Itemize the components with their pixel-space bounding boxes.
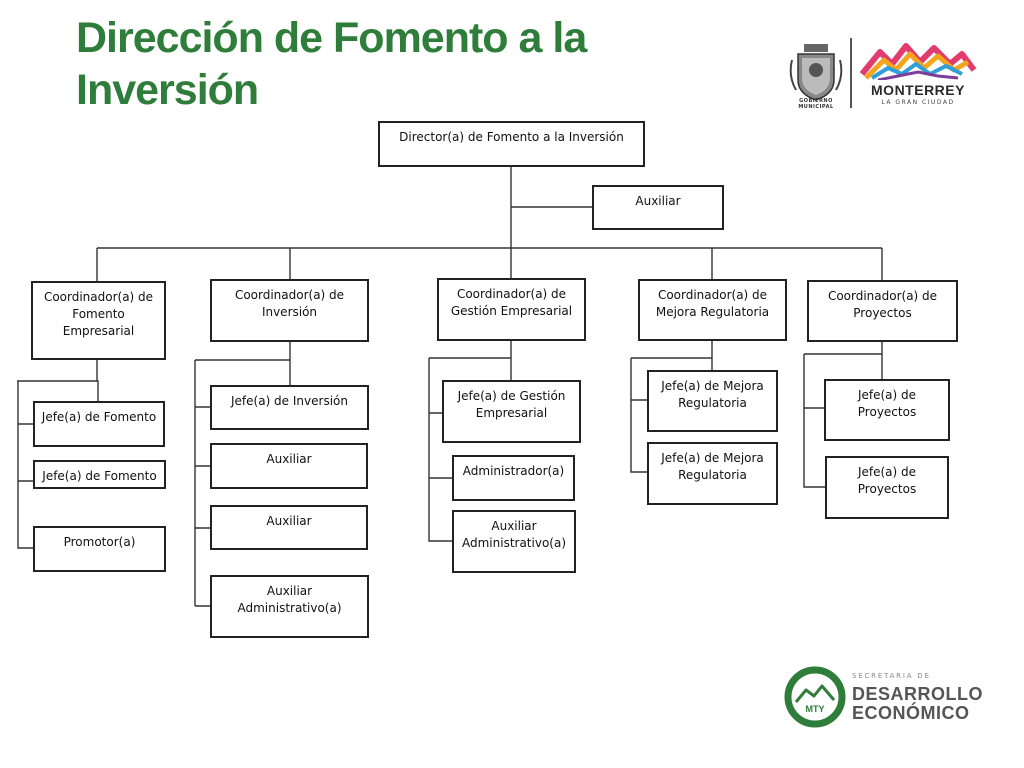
box-fomento-promotor: Promotor(a): [33, 526, 166, 572]
secretaria-small-text: SECRETARIA DE: [852, 672, 931, 680]
municipal-caption: GOBIERNO MUNICIPAL: [798, 98, 834, 110]
monterrey-name: MONTERREY: [871, 82, 965, 98]
secretaria-line-1: DESARROLLO: [852, 684, 983, 704]
secretaria-line-2: ECONÓMICO: [852, 703, 970, 723]
box-proyectos-jefe-2: Jefe(a) de Proyectos: [825, 456, 949, 519]
secretaria-badge-text: MTY: [806, 704, 825, 714]
connector-mejora-group: [630, 341, 713, 473]
box-mejora-jefe-2: Jefe(a) de Mejora Regulatoria: [647, 442, 778, 505]
monterrey-tagline: LA GRAN CIUDAD: [881, 99, 955, 106]
box-inversion-auxiliar-2: Auxiliar: [210, 505, 368, 550]
box-inversion-auxiliar-administrativo: Auxiliar Administrativo(a): [210, 575, 369, 638]
page-title-line-1: Dirección de Fomento a la: [76, 14, 587, 62]
box-fomento-jefe-1: Jefe(a) de Fomento: [33, 401, 165, 447]
page-title-line-2: Inversión: [76, 66, 259, 114]
box-inversion-auxiliar-1: Auxiliar: [210, 443, 368, 489]
box-coord-inversion: Coordinador(a) de Inversión: [210, 279, 369, 342]
box-gestion-administrador: Administrador(a): [452, 455, 575, 501]
monterrey-mountains-icon: [859, 43, 977, 80]
box-gestion-jefe: Jefe(a) de Gestión Empresarial: [442, 380, 581, 443]
box-auxiliar: Auxiliar: [592, 185, 724, 230]
connector-gestion-group: [428, 341, 512, 542]
secretaria-logo: MTY SECRETARIA DE DESARROLLO ECONÓMICO: [784, 666, 984, 732]
page-title: Dirección de Fomento a la Inversión: [76, 12, 587, 116]
box-proyectos-jefe-1: Jefe(a) de Proyectos: [824, 379, 950, 441]
box-fomento-jefe-2: Jefe(a) de Fomento: [33, 460, 166, 489]
box-gestion-auxiliar-administrativo: Auxiliar Administrativo(a): [452, 510, 576, 573]
box-mejora-jefe-1: Jefe(a) de Mejora Regulatoria: [647, 370, 778, 432]
box-coord-mejora: Coordinador(a) de Mejora Regulatoria: [638, 279, 787, 341]
connector-fomento-group: [17, 360, 99, 549]
box-coord-proyectos: Coordinador(a) de Proyectos: [807, 280, 958, 342]
municipal-crest-icon: [789, 44, 843, 101]
secretaria-badge-icon: MTY: [784, 666, 846, 728]
municipal-logos: GOBIERNO MUNICIPAL MONTERREY LA GRAN CIU…: [788, 38, 988, 112]
logo-divider: [850, 38, 852, 108]
box-coord-fomento: Coordinador(a) de Fomento Empresarial: [31, 281, 166, 360]
connector-inversion-group: [194, 342, 291, 607]
box-inversion-jefe: Jefe(a) de Inversión: [210, 385, 369, 430]
box-director: Director(a) de Fomento a la Inversión: [378, 121, 645, 167]
connector-proyectos-group: [803, 342, 883, 488]
box-coord-gestion: Coordinador(a) de Gestión Empresarial: [437, 278, 586, 341]
